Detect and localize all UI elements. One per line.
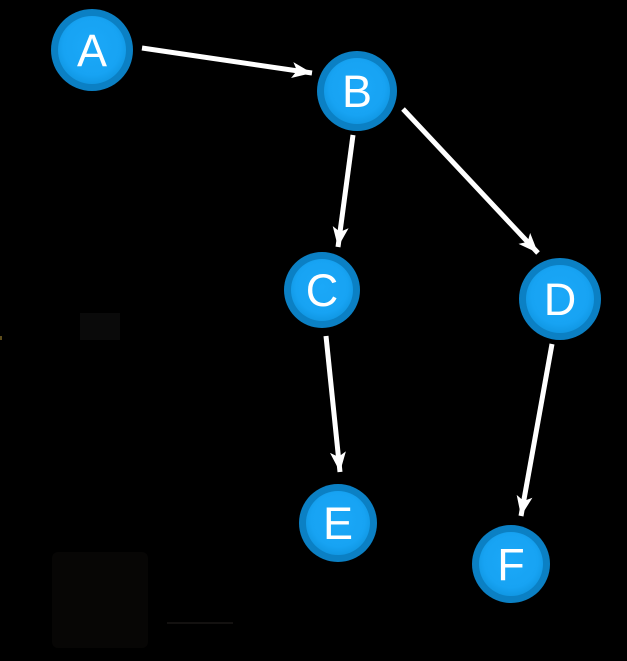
node-b-body (324, 58, 390, 124)
node-d-label: D (544, 274, 577, 325)
edge-C-E-arrow (323, 335, 346, 473)
graph-node-b[interactable]: B (317, 51, 397, 131)
graph-node-a[interactable]: A (51, 9, 133, 91)
node-a-label: A (77, 25, 107, 76)
graph-node-f[interactable]: F (472, 525, 550, 603)
node-e-body (306, 491, 370, 555)
node-f-label: F (497, 539, 525, 590)
node-a-body (58, 16, 126, 84)
graph-node-d[interactable]: D (519, 258, 601, 340)
edge-D-F-arrow (516, 343, 555, 517)
edge-B-D-arrow (401, 107, 540, 255)
node-b-label: B (342, 66, 372, 117)
node-f-body (479, 532, 543, 596)
edge-B-C-arrow (332, 134, 356, 248)
node-c-body (291, 259, 353, 321)
node-e-label: E (323, 498, 353, 549)
graph-node-e[interactable]: E (299, 484, 377, 562)
node-d-body (526, 265, 594, 333)
edge-A-B-arrow (141, 45, 313, 79)
graph-node-c[interactable]: C (284, 252, 360, 328)
node-c-label: C (306, 265, 339, 316)
